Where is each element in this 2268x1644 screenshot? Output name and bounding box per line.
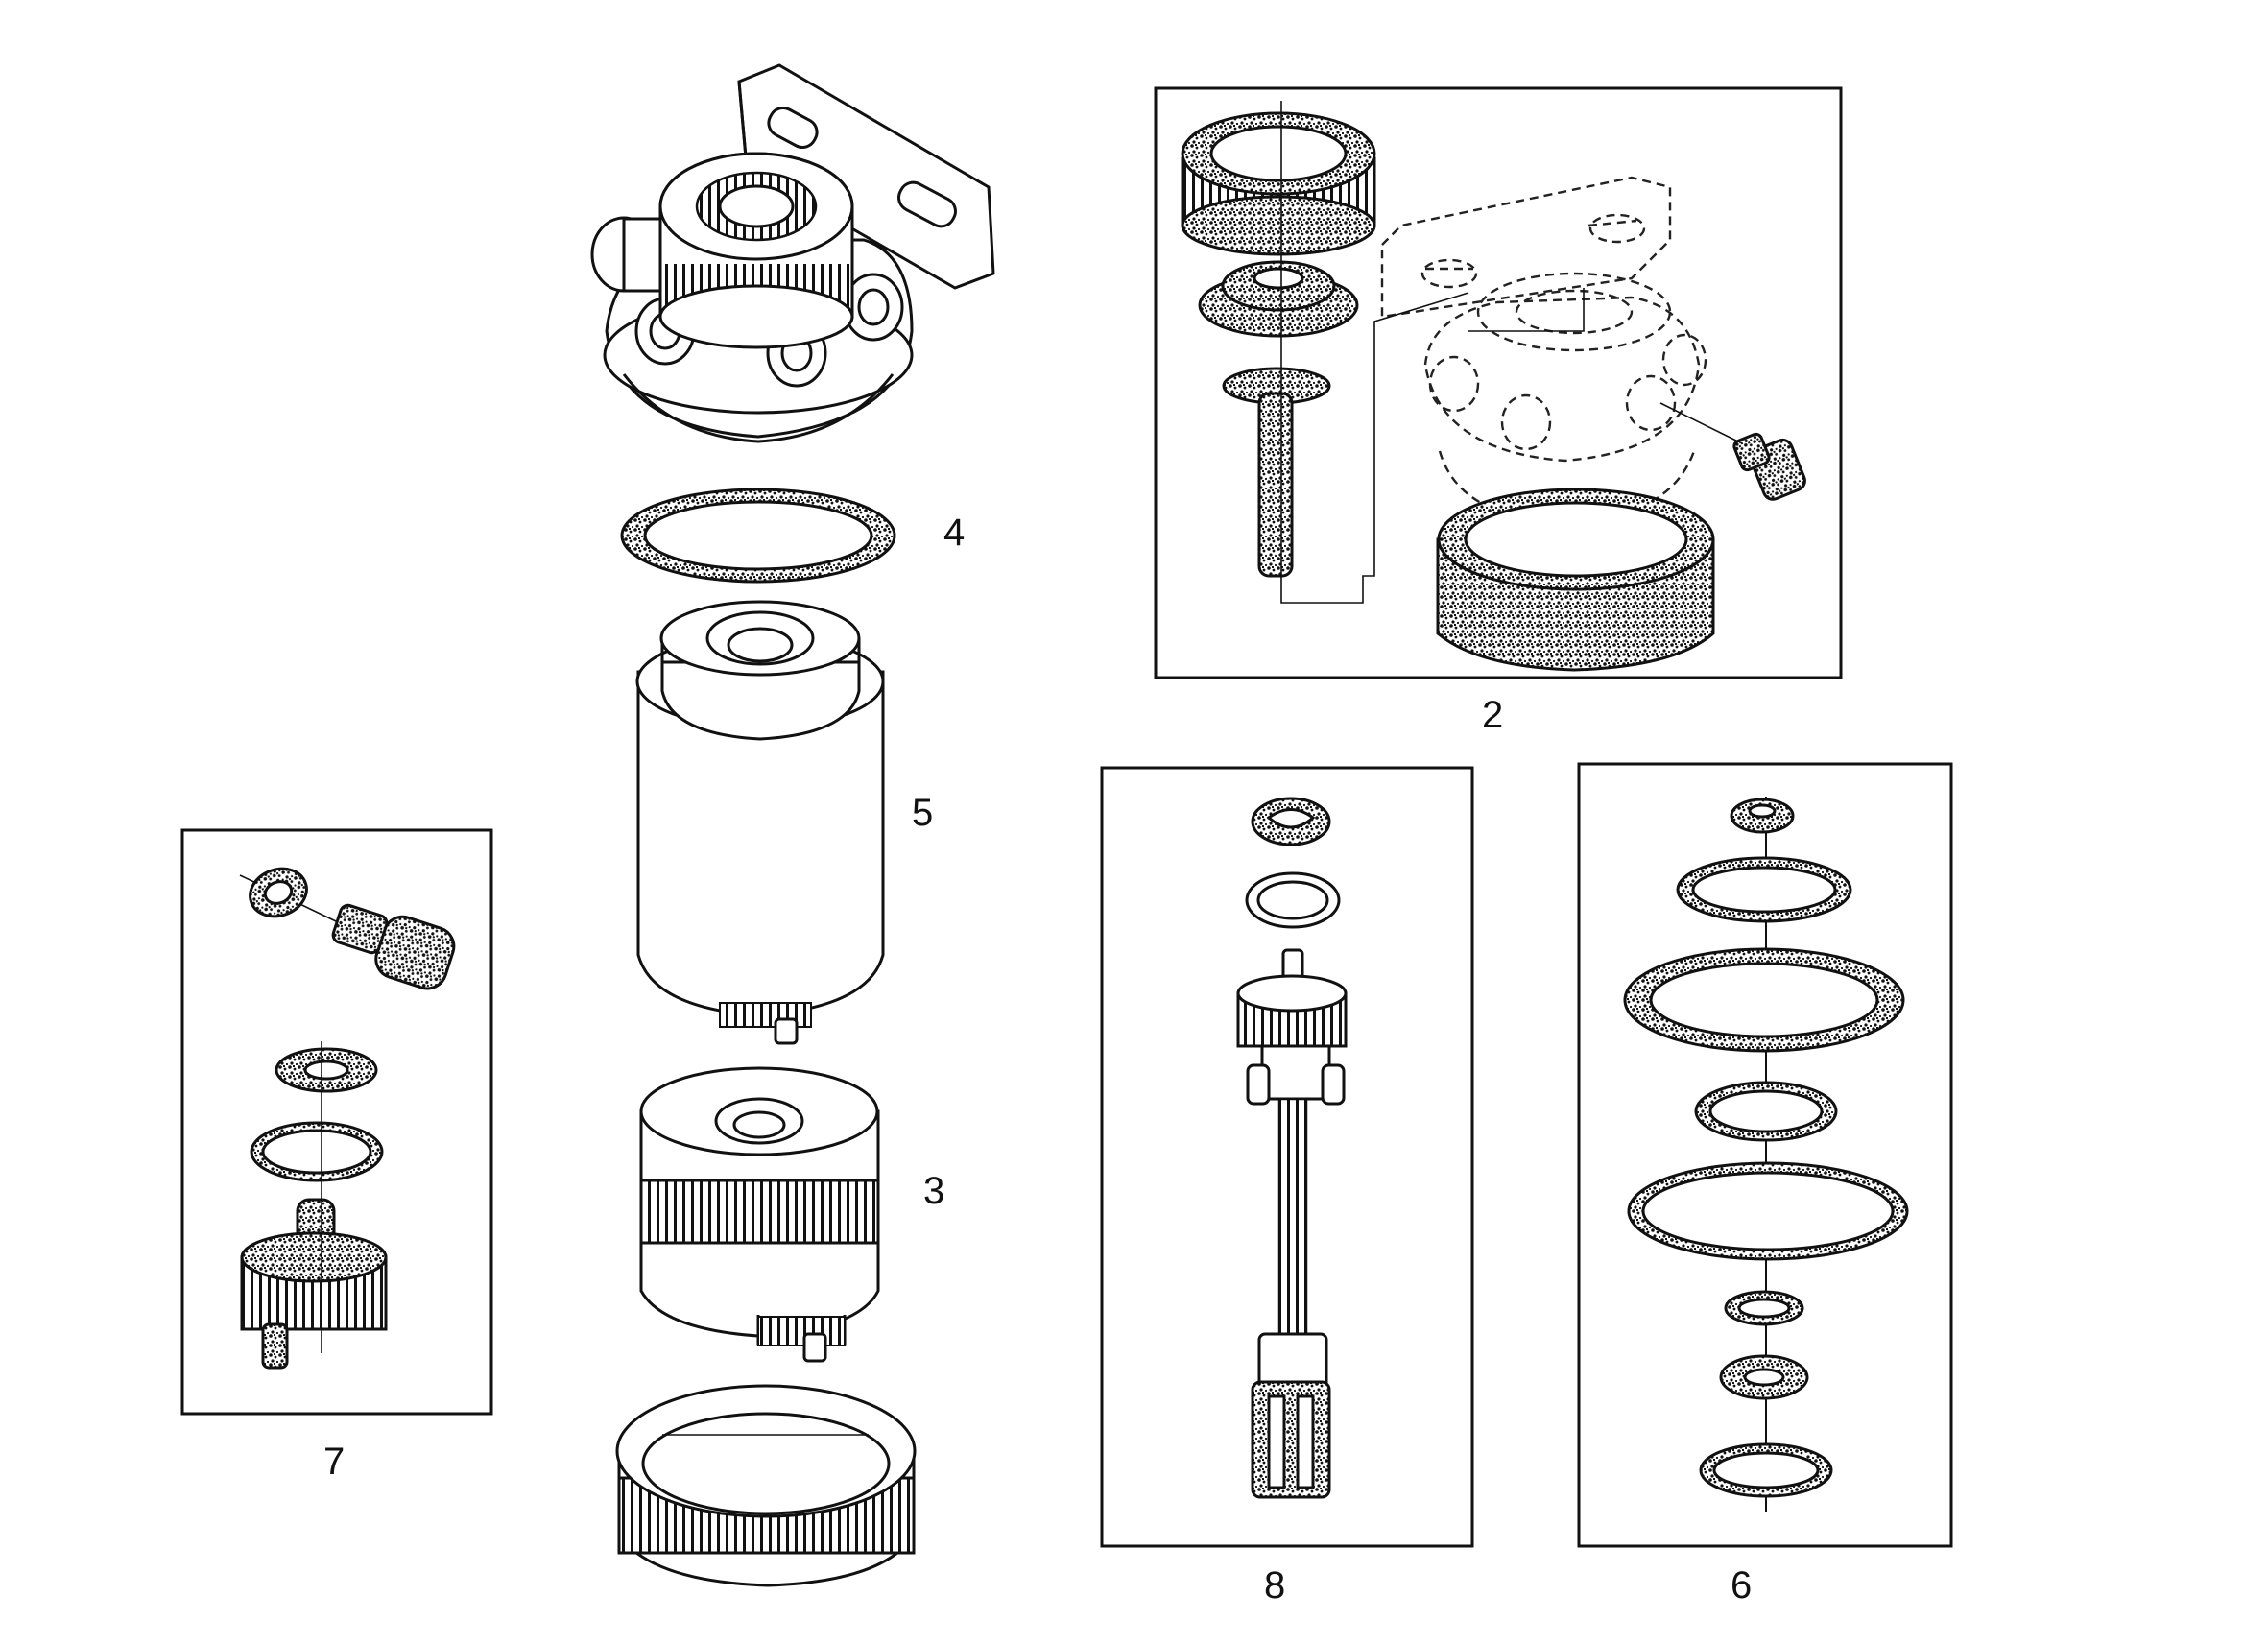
kit-2-bleed-screw bbox=[1659, 402, 1806, 501]
callout-8: 8 bbox=[1264, 1564, 1285, 1607]
kit-6-seal-2 bbox=[1623, 947, 1905, 1053]
bowl-retaining-ring bbox=[615, 1384, 917, 1587]
kit-8-o-ring bbox=[1245, 871, 1341, 929]
head-gasket bbox=[620, 488, 896, 584]
kit-2-box bbox=[1154, 86, 1843, 679]
kit-8-clip bbox=[1251, 797, 1331, 846]
water-bowl bbox=[639, 1066, 880, 1363]
kit-6-nut bbox=[1730, 798, 1795, 834]
kit-6-box bbox=[1577, 762, 1953, 1548]
filter-head-assembly bbox=[590, 63, 995, 443]
kit-2-bottom-ring bbox=[1436, 488, 1715, 672]
kit-7-washer bbox=[249, 867, 308, 918]
kit-6-seal-4 bbox=[1627, 1161, 1909, 1261]
kit-6-seal-6 bbox=[1719, 1354, 1809, 1400]
kit-7-o-ring-small bbox=[275, 1047, 378, 1093]
kit-7-box bbox=[180, 828, 493, 1416]
kit-2-head-ghost bbox=[1380, 176, 1707, 525]
kit-8-sensor-probe bbox=[1236, 948, 1348, 1499]
kit-6-seal-5 bbox=[1724, 1290, 1804, 1326]
kit-2-plunger bbox=[1222, 367, 1331, 578]
callout-3: 3 bbox=[923, 1170, 944, 1212]
kit-6-seal-7 bbox=[1699, 1442, 1833, 1498]
callout-2: 2 bbox=[1482, 694, 1503, 736]
callout-5: 5 bbox=[912, 792, 933, 834]
callout-6: 6 bbox=[1731, 1564, 1752, 1607]
filter-element bbox=[635, 600, 885, 1045]
kit-8-box bbox=[1100, 766, 1474, 1548]
kit-7-bleed-screw bbox=[331, 903, 456, 990]
kit-2-top-nut bbox=[1181, 111, 1376, 256]
kit-7-o-ring-large bbox=[250, 1121, 384, 1182]
kit-6-seal-3 bbox=[1694, 1081, 1838, 1142]
kit-7-drain-plug bbox=[240, 1198, 388, 1370]
kit-6-seal-1 bbox=[1676, 856, 1852, 923]
callout-7: 7 bbox=[323, 1441, 345, 1483]
kit-2-spring-seat bbox=[1198, 260, 1359, 338]
callout-4: 4 bbox=[943, 512, 965, 554]
